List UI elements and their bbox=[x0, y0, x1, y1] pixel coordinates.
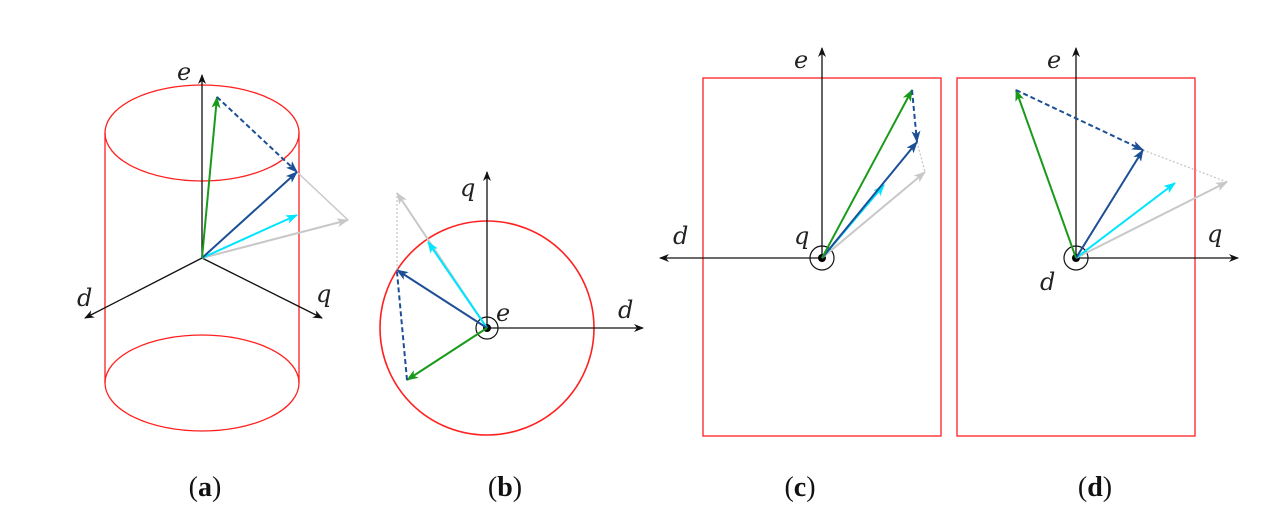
axis-label-q: q bbox=[316, 280, 331, 308]
blue-vector bbox=[1075, 149, 1144, 259]
q-axis-into-plane-icon bbox=[809, 245, 835, 271]
gray-link bbox=[916, 141, 926, 173]
caption-b: (b) bbox=[488, 472, 522, 503]
axis-label-d: d bbox=[1040, 268, 1055, 296]
panel-b: q d e (b) bbox=[379, 171, 644, 503]
gray-link bbox=[296, 171, 349, 221]
axis-label-e: e bbox=[496, 299, 510, 327]
blue-vector bbox=[396, 269, 488, 329]
d-axis-out-of-plane-icon bbox=[1063, 245, 1089, 271]
gray-vector bbox=[201, 218, 349, 259]
blue-vector bbox=[821, 141, 918, 259]
caption-c: (c) bbox=[784, 472, 815, 503]
axis-label-e: e bbox=[177, 58, 191, 86]
caption-a: (a) bbox=[189, 472, 222, 503]
axis-label-d: d bbox=[618, 296, 633, 324]
cyan-vector bbox=[1075, 182, 1176, 259]
gray-vector bbox=[1075, 181, 1228, 259]
d-axis bbox=[84, 257, 203, 319]
panel-d: e q d (d) bbox=[956, 46, 1239, 503]
panel-c: e d q (c) bbox=[659, 46, 942, 503]
blue-dashed-vector bbox=[911, 89, 921, 143]
axis-label-e: e bbox=[1047, 46, 1061, 74]
axis-label-d: d bbox=[673, 222, 688, 250]
cyan-vector bbox=[427, 241, 488, 329]
gray-vector bbox=[821, 171, 926, 259]
blue-vector bbox=[201, 171, 298, 259]
axis-label-q: q bbox=[460, 174, 475, 202]
axis-label-e: e bbox=[794, 46, 808, 74]
axis-label-q: q bbox=[794, 222, 809, 250]
blue-dashed-vector bbox=[396, 271, 408, 381]
green-vector bbox=[201, 96, 221, 259]
green-vector bbox=[406, 327, 488, 381]
q-axis bbox=[201, 257, 323, 319]
green-vector bbox=[1015, 89, 1077, 259]
axis-label-d: d bbox=[77, 284, 92, 312]
blue-dashed-vector bbox=[216, 96, 298, 173]
panel-a: e d q (a) bbox=[77, 58, 349, 503]
green-vector bbox=[821, 89, 913, 259]
caption-d: (d) bbox=[1078, 472, 1112, 503]
cyan-vector bbox=[201, 214, 298, 259]
gray-link bbox=[1142, 149, 1228, 183]
e-axis-out-of-plane-icon bbox=[475, 316, 499, 340]
axis-label-q: q bbox=[1207, 220, 1222, 248]
